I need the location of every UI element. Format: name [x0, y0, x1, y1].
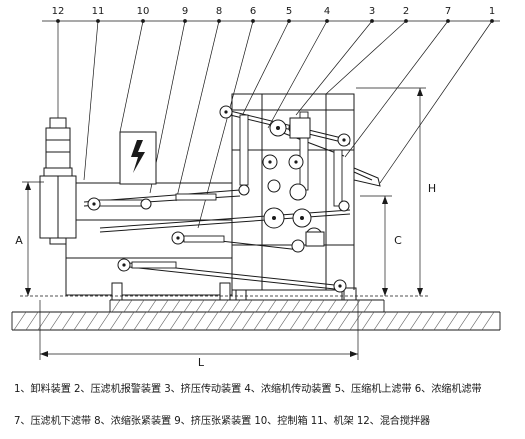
callout-5: 5: [286, 6, 292, 17]
belt-filter-press-drawing: 12 11 10 9 8 6 5 4 3 2 7 1: [11, 6, 501, 369]
legend-item-8: 8、浓缩张紧装置: [94, 416, 175, 427]
legend-item-10: 10、控制箱: [254, 416, 311, 427]
tensioner-rods: [95, 111, 343, 269]
legend-item-11: 11、机架: [310, 416, 357, 427]
callout-10: 10: [137, 6, 150, 17]
callout-4: 4: [324, 6, 330, 17]
legend-item-12: 12、混合搅拌器: [356, 416, 431, 427]
discharge-device: [353, 167, 381, 187]
callout-2: 2: [403, 6, 409, 17]
callout-3: 3: [369, 6, 375, 17]
legend-item-7: 7、压滤机下滤带: [14, 416, 95, 427]
mixer-motor: [39, 117, 77, 245]
dim-label-l: L: [198, 356, 205, 369]
drive-gearbox: [289, 117, 325, 247]
callout-header-line: [42, 19, 500, 23]
legend-item-2: 2、压滤机报警装置: [73, 384, 165, 395]
callout-12: 12: [52, 6, 65, 17]
callout-7: 7: [445, 6, 451, 17]
legend-item-3: 3、挤压传动装置: [164, 384, 245, 395]
dim-label-a: A: [15, 234, 23, 247]
callout-6: 6: [250, 6, 256, 17]
callout-8: 8: [216, 6, 222, 17]
legend-item-4: 4、浓缩机传动装置: [244, 384, 335, 395]
dimension-lines: [20, 87, 430, 360]
dim-label-c: C: [394, 234, 402, 247]
machine-frame: [65, 93, 357, 301]
callout-1: 1: [489, 6, 495, 17]
callout-9: 9: [182, 6, 188, 17]
callout-numbers: 12 11 10 9 8 6 5 4 3 2 7 1: [52, 6, 496, 17]
legend-item-6: 6、浓缩机滤带: [414, 384, 482, 395]
dim-label-h: H: [428, 182, 436, 195]
dimension-labels: A C H L: [15, 182, 436, 369]
callout-11: 11: [92, 6, 105, 17]
ground-hatching: [13, 299, 495, 331]
legend-row-2: 7、压滤机下滤带 8、浓缩张紧装置 9、挤压张紧装置 10、控制箱 11、机架 …: [14, 412, 525, 427]
dimension-arrows: [25, 88, 423, 357]
legend-row-1: 1、卸料装置 2、压滤机报警装置 3、挤压传动装置 4、浓缩机传动装置 5、压缩…: [14, 380, 525, 395]
control-box: [119, 131, 157, 185]
ground-foundation: [11, 299, 501, 331]
legend-item-1: 1、卸料装置: [14, 384, 74, 395]
legend-item-5: 5、压缩机上滤带: [334, 384, 415, 395]
legend-item-9: 9、挤压张紧装置: [174, 416, 255, 427]
